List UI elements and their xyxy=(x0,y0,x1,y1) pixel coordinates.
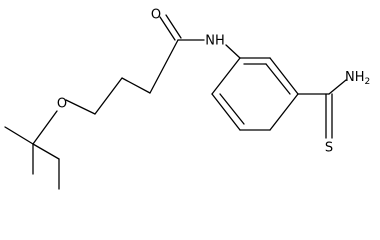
bond-methyl-a xyxy=(4,126,34,145)
bond-quaternary-to-ether-o xyxy=(32,110,58,145)
ring-bond-2 xyxy=(211,93,241,131)
butanamide-chain xyxy=(65,14,205,115)
thioamide-group xyxy=(297,79,347,139)
bond-c3-c2 xyxy=(121,77,151,94)
bond-c2-c1 xyxy=(149,39,179,94)
ring-bond-5 xyxy=(269,57,299,95)
thioamide-nh2-label: NH2 xyxy=(345,70,370,87)
bond-quaternary-to-ch2 xyxy=(32,143,60,160)
bond-thioamide-c-to-nh2 xyxy=(328,79,347,95)
bond-nh-to-ring xyxy=(225,44,241,59)
ring-bond-1 xyxy=(211,57,241,95)
atom-labels: O NH NH2 S O xyxy=(57,8,370,156)
chemical-structure-diagram: O NH NH2 S O xyxy=(4,8,370,190)
benzene-ring xyxy=(211,57,299,131)
ring-inner-double-1 xyxy=(219,93,245,125)
ring-inner-double-2 xyxy=(265,63,291,95)
ring-bond-4 xyxy=(269,93,299,131)
thioamide-sulfur-label: S xyxy=(325,141,333,156)
carbonyl-oxygen-label: O xyxy=(151,8,161,23)
bond-ether-o-to-c4 xyxy=(65,99,96,115)
bond-carbonyl-double-1 xyxy=(159,16,176,41)
ether-oxygen-label: O xyxy=(57,97,67,112)
bond-carbonyl-double-2 xyxy=(165,14,182,39)
amide-nh-label: NH xyxy=(205,34,225,49)
tert-amyl-group xyxy=(4,110,60,190)
bond-c4-c3 xyxy=(94,77,123,115)
